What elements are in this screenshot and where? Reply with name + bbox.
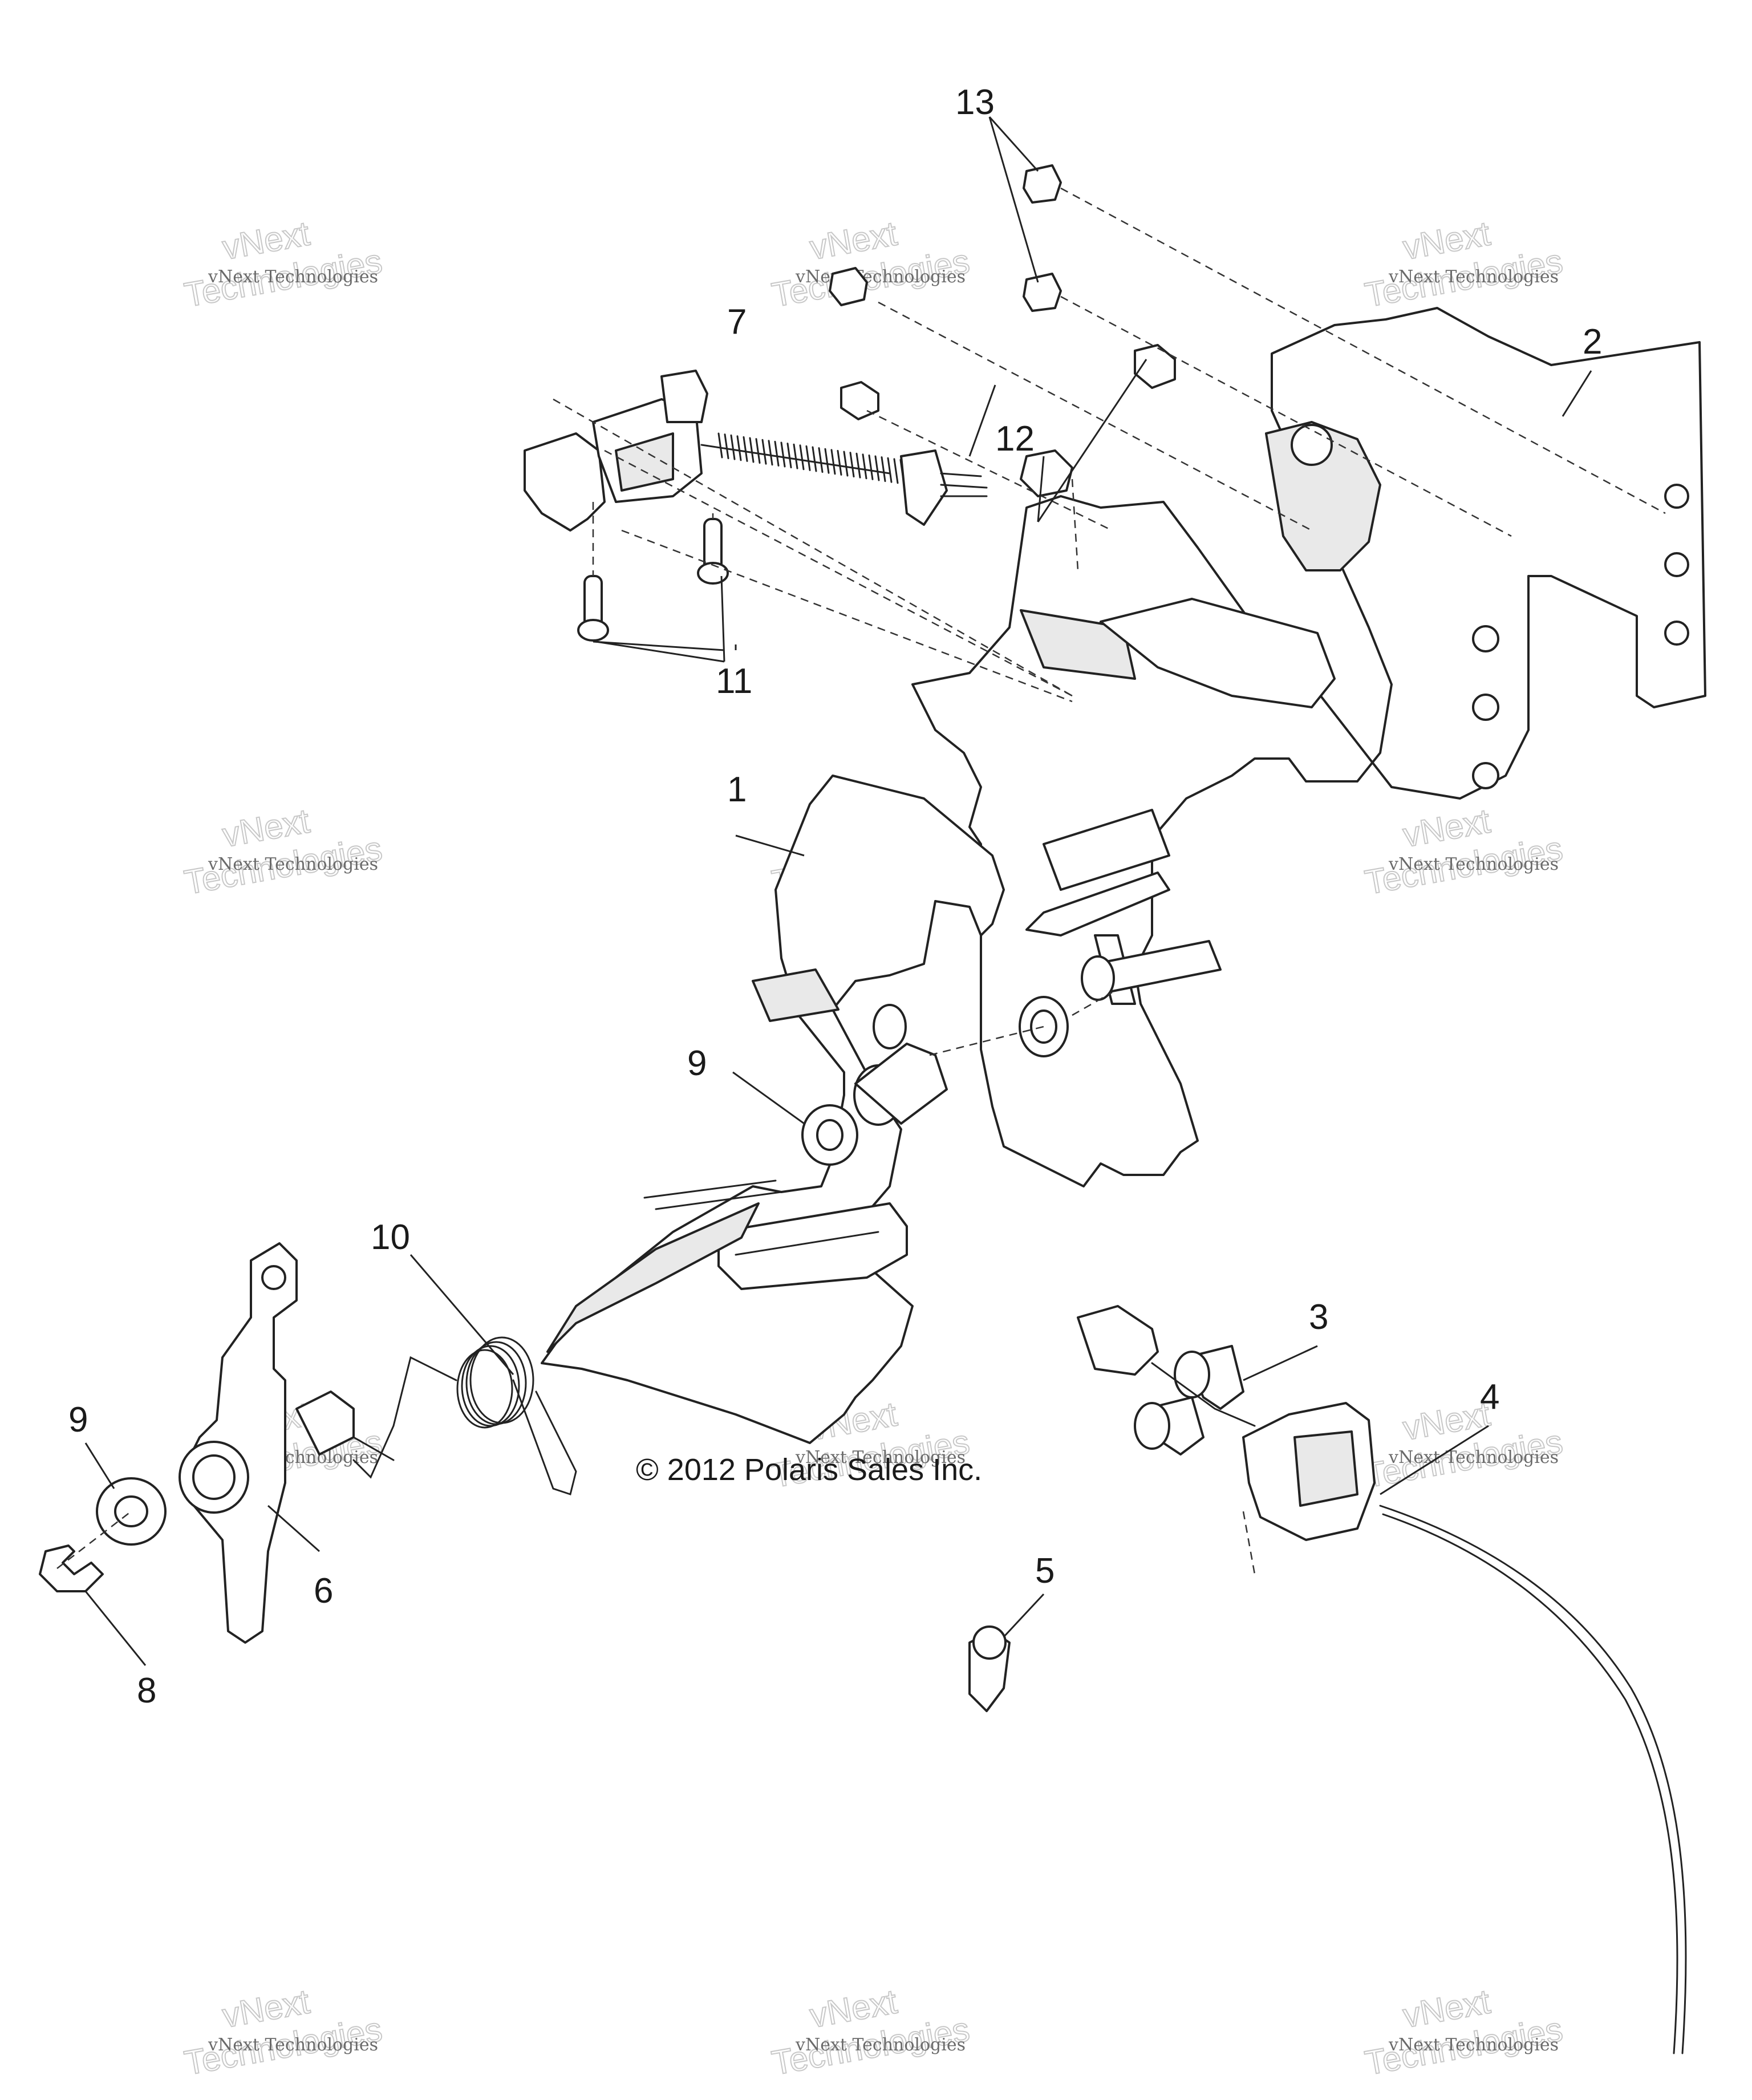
spring-coil-turn [736, 435, 742, 461]
spring-coil-turn [786, 443, 792, 469]
part-7-switch-assembly [524, 370, 988, 532]
part-2-bracket [911, 307, 1706, 1187]
spring-coil-turn [743, 436, 748, 462]
spring-coil-turn [812, 446, 817, 472]
callout-6: 6 [314, 1571, 333, 1611]
part-1-pedal-arm [541, 775, 1005, 1444]
callout-1: 1 [727, 770, 747, 809]
spring-coil-turn [717, 432, 723, 459]
spring-coil-turn [724, 433, 729, 460]
part-3-pins [1134, 1345, 1244, 1456]
watermark-text: vNext Technologies [1388, 1448, 1559, 1467]
watermark-text: vNext Technologies [795, 1448, 966, 1467]
part-6-lever [179, 1242, 355, 1644]
callout-7: 7 [727, 302, 747, 342]
spring-coil-turn [881, 456, 886, 483]
spring-coil-turn [749, 437, 755, 463]
spring-coil-turn [799, 444, 805, 471]
spring-coil-turn [893, 458, 899, 484]
callout-8: 8 [137, 1671, 156, 1710]
watermark-text: vNext Technologies [795, 2035, 966, 2055]
spring-coil-turn [780, 441, 786, 468]
callout-9-lower: 9 [68, 1400, 88, 1440]
part-9-bushing-upper [801, 996, 1069, 1166]
spring-coil-turn [793, 443, 798, 469]
callout-2: 2 [1583, 322, 1602, 362]
spring-coil-turn [862, 453, 867, 480]
part-11-rivets [577, 518, 729, 642]
spring-coil-turn [837, 449, 842, 476]
copyright-text: © 2012 Polaris Sales Inc. [636, 1453, 982, 1487]
callout-labels: 13 7 2 12 11 1 9 10 3 4 9 6 5 8 [68, 83, 1602, 1710]
callout-13: 13 [955, 83, 995, 122]
spring-coil-turn [887, 457, 893, 483]
watermark-text: vNext Technologies [208, 854, 378, 874]
assembly-lines [56, 187, 1666, 1575]
spring-coil-turn [805, 445, 811, 471]
callout-12: 12 [995, 419, 1035, 459]
part-12-flange-nuts [829, 267, 1176, 497]
callout-3: 3 [1309, 1298, 1328, 1337]
callout-9-upper: 9 [687, 1044, 707, 1083]
part-8-e-clip [39, 1544, 104, 1592]
spring-coil-turn [874, 455, 880, 481]
part-4-throttle-cable [1077, 1305, 1687, 2054]
spring-coil-turn [849, 452, 855, 478]
part-13-bushings [1023, 164, 1062, 312]
callout-5: 5 [1035, 1551, 1055, 1591]
part-5-cable-clip [968, 1625, 1011, 1712]
callout-leaders [84, 116, 1592, 1666]
spring-coil-turn [843, 451, 849, 477]
spring-coil-turn [768, 440, 773, 466]
part-9-bushing-lower [96, 1477, 167, 1546]
watermark-text: vNext Technologies [1388, 854, 1559, 874]
watermark-text: vNext Technologies [795, 267, 966, 287]
spring-coil-turn [774, 440, 780, 467]
watermark-text: vNext Technologies [208, 2035, 378, 2055]
spring-coil-turn [730, 434, 736, 460]
callout-10: 10 [371, 1218, 410, 1257]
spring-coil-turn [761, 439, 767, 465]
watermark-text: vNext Technologies [208, 267, 378, 287]
spring-coil-turn [818, 447, 824, 473]
part-10-torsion-spring [347, 1336, 577, 1495]
callout-4: 4 [1480, 1377, 1499, 1417]
spring-coil-turn [755, 438, 761, 464]
callout-11: 11 [716, 662, 752, 701]
watermark-text: vNext Technologies [1388, 267, 1559, 287]
spring-coil-turn [855, 452, 861, 479]
spring-coil-turn [830, 449, 836, 475]
watermark-text: vNext Technologies [1388, 2035, 1559, 2055]
spring-coil-turn [824, 448, 830, 474]
spring-coil-turn [868, 454, 874, 480]
